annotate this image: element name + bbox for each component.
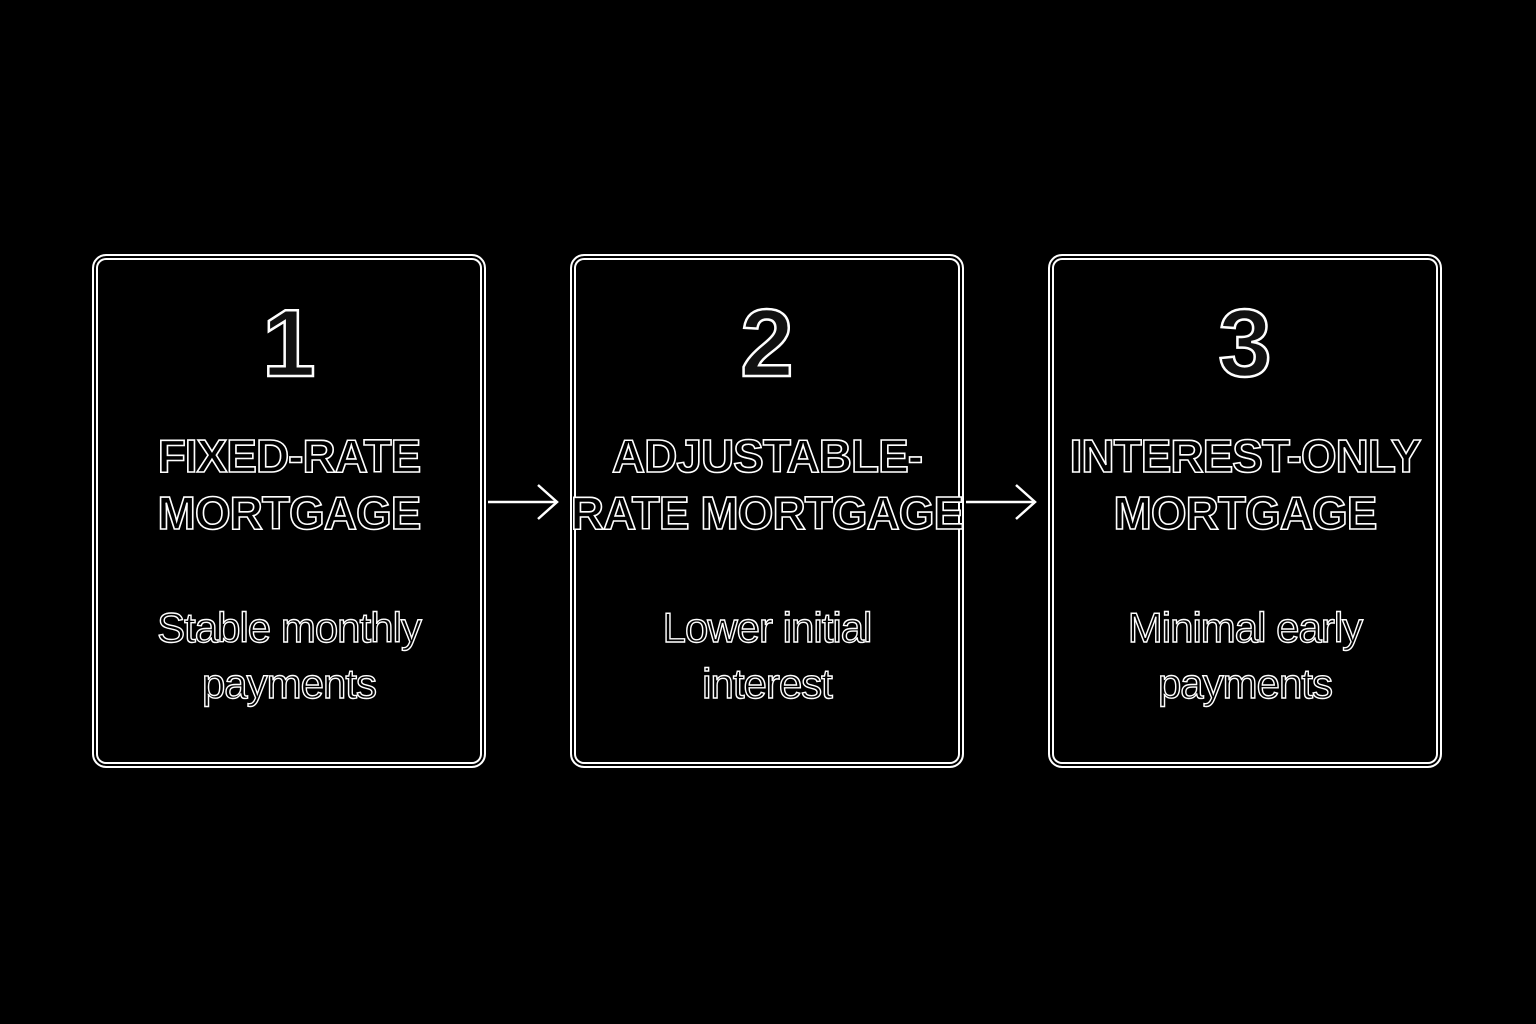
arrow-right-icon xyxy=(966,484,1037,520)
arrow-right-icon xyxy=(488,484,559,520)
step-description-2: Lower initial interest xyxy=(662,603,873,707)
step-card-2: 2 ADJUSTABLE- RATE MORTGAGE Lower initia… xyxy=(570,254,965,768)
step-description-3: Minimal early payments xyxy=(1127,603,1364,707)
step-card-3: 3 INTEREST-ONLY MORTGAGE Minimal early p… xyxy=(1048,254,1442,768)
step-number-3: 3 xyxy=(1217,290,1273,397)
step-number-2: 2 xyxy=(739,290,795,397)
step-title-2: ADJUSTABLE- RATE MORTGAGE xyxy=(570,429,965,540)
step-title-1: FIXED-RATE MORTGAGE xyxy=(157,429,422,540)
step-card-1: 1 FIXED-RATE MORTGAGE Stable monthly pay… xyxy=(92,254,486,768)
step-description-1: Stable monthly payments xyxy=(156,603,422,707)
step-number-1: 1 xyxy=(261,290,317,397)
step-title-3: INTEREST-ONLY MORTGAGE xyxy=(1069,429,1422,540)
